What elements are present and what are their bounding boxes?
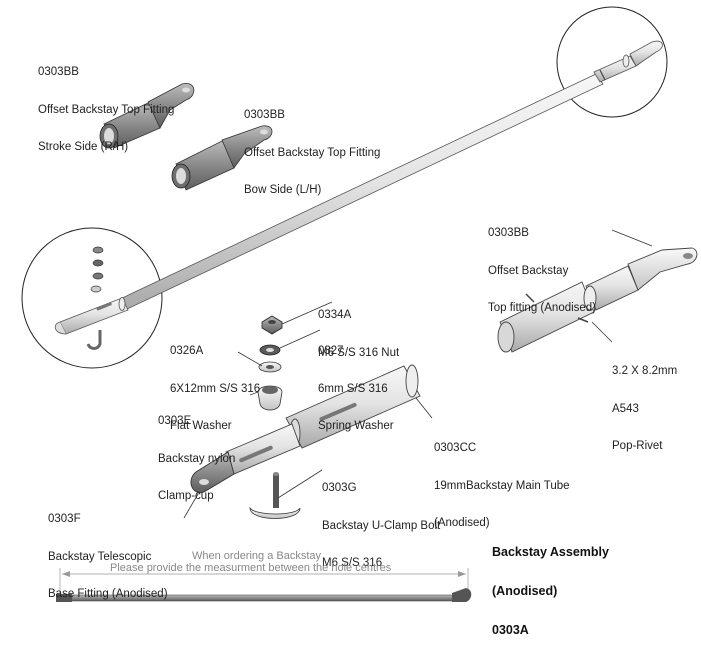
dimension-note-line2: Please provide the measurment between th… bbox=[110, 562, 392, 574]
nut-and-washers bbox=[257, 315, 283, 411]
assembled-backstay bbox=[54, 40, 663, 335]
top-fitting-bow-side bbox=[171, 125, 273, 191]
u-clamp-bolt bbox=[249, 472, 301, 519]
assembly-title: Backstay Assembly (Anodised) 0303A bbox=[492, 545, 609, 637]
label-clamp-cup: 0303E Backstay nylon Clamp-cup bbox=[158, 415, 236, 502]
main-tube-and-base bbox=[190, 364, 421, 494]
top-fitting-anodised-detail bbox=[497, 247, 698, 353]
label-main-tube: 0303CC 19mmBackstay Main Tube (Anodised) bbox=[434, 442, 570, 529]
label-nut: 0334A M6 S/S 316 Nut bbox=[318, 309, 400, 359]
detail-circle-base bbox=[21, 227, 163, 369]
label-base-fitting: 0303F Backstay Telescopic Base Fitting (… bbox=[48, 513, 168, 600]
label-spring-washer: 0327 6mm S/S 316 Spring Washer bbox=[318, 345, 394, 432]
label-top-fitting-bow-side: 0303BB Offset Backstay Top Fitting Bow S… bbox=[244, 109, 381, 196]
label-pop-rivet: 3.2 X 8.2mm A543 Pop-Rivet bbox=[612, 365, 678, 452]
backstay-assembly-diagram: 0303BB Offset Backstay Top Fitting Strok… bbox=[21, 6, 698, 637]
exploded-view-drawing bbox=[21, 6, 698, 602]
leader-lines bbox=[183, 229, 653, 519]
label-top-fitting-stroke-side: 0303BB Offset Backstay Top Fitting Strok… bbox=[38, 66, 175, 153]
top-fitting-stroke-side bbox=[99, 82, 195, 149]
label-u-clamp-bolt: 0303G Backstay U-Clamp Bolt M6 S/S 316 bbox=[322, 482, 441, 569]
dimension-drawing bbox=[56, 568, 472, 602]
label-top-fitting-anodised: 0303BB Offset Backstay Top fitting (Anod… bbox=[488, 227, 597, 314]
dimension-note-line1: When ordering a Backstay bbox=[192, 550, 322, 562]
small-hardware-stack bbox=[86, 246, 104, 350]
detail-circle-top bbox=[556, 6, 668, 118]
label-flat-washer: 0326A 6X12mm S/S 316 Flat Washer bbox=[170, 345, 261, 432]
